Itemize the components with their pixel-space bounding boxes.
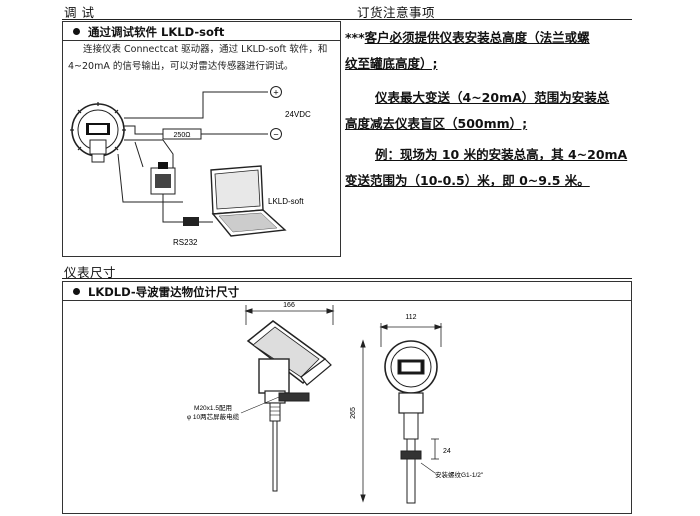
height-label: 265 bbox=[350, 407, 357, 419]
dims-subtitle: LKDLD-导波雷达物位计尺寸 bbox=[88, 285, 240, 299]
front-view-drawing bbox=[360, 323, 443, 504]
plus-sign: + bbox=[273, 88, 278, 98]
order-line2: 纹至罐底高度）; bbox=[345, 56, 438, 71]
dims-subheader: LKDLD-导波雷达物位计尺寸 bbox=[63, 282, 631, 301]
wiring-diagram: 250Ω + − 24VDC RS232 LKLD-soft bbox=[70, 86, 311, 247]
section-title-debug: 调 试 bbox=[64, 5, 95, 20]
minus-sign: − bbox=[273, 130, 278, 140]
section-title-dims: 仪表尺寸 bbox=[64, 265, 117, 280]
bullet-icon bbox=[73, 28, 80, 35]
debug-subheader: 通过调试软件 LKLD-soft bbox=[63, 22, 340, 41]
order-line3: 仪表最大变送（4~20mA）范围为安装总 bbox=[375, 90, 610, 105]
order-line4: 高度减去仪表盲区（500mm）; bbox=[345, 116, 528, 131]
radar-head-icon bbox=[70, 102, 126, 163]
order-line1: ***客户必须提供仪表安装总高度（法兰或螺 bbox=[345, 25, 590, 51]
thread-length-label: 24 bbox=[443, 448, 451, 455]
dims-panel: LKDLD-导波雷达物位计尺寸 166 M20x1.5配用 φ 10两芯屏蔽电缆 bbox=[62, 281, 632, 514]
debug-subtitle: 通过调试软件 LKLD-soft bbox=[88, 25, 225, 39]
rs232-label: RS232 bbox=[173, 238, 198, 247]
resistor-icon bbox=[162, 128, 202, 140]
minus-terminal-icon bbox=[270, 128, 282, 140]
laptop-icon bbox=[210, 165, 287, 237]
order-line1-text: 客户必须提供仪表安装总高度（法兰或螺 bbox=[364, 30, 590, 45]
header-rule bbox=[62, 19, 632, 20]
resistor-label: 250Ω bbox=[174, 132, 191, 139]
converter-icon bbox=[150, 162, 176, 195]
width-side-label: 166 bbox=[283, 302, 295, 309]
thread-note: 安装螺纹G1-1/2" bbox=[435, 470, 484, 479]
debug-text-line1: 连接仪表 Connectcat 驱动器，通过 LKLD-soft 软件，和 bbox=[83, 44, 328, 55]
order-line6: 变送范围为（10-0.5）米，即 0~9.5 米。 bbox=[345, 173, 590, 188]
cable-note-2: φ 10两芯屏蔽电缆 bbox=[187, 412, 240, 421]
order-line5: 例：现场为 10 米的安装总高，其 4~20mA bbox=[375, 147, 628, 162]
rs232-plug-icon bbox=[183, 217, 199, 226]
voltage-label: 24VDC bbox=[285, 110, 311, 119]
order-prefix: *** bbox=[345, 30, 365, 45]
plus-terminal-icon bbox=[270, 86, 282, 98]
section-title-order: 订货注意事项 bbox=[357, 5, 436, 20]
width-front-label: 112 bbox=[405, 314, 416, 321]
dims-rule bbox=[62, 278, 632, 279]
dimension-drawing: 166 M20x1.5配用 φ 10两芯屏蔽电缆 112 2 bbox=[187, 302, 484, 504]
bullet-icon bbox=[73, 288, 80, 295]
debug-text-line2: 4~20mA 的信号输出，可以对雷达传感器进行调试。 bbox=[68, 61, 294, 72]
cable-note-1: M20x1.5配用 bbox=[194, 404, 232, 412]
debug-panel: 通过调试软件 LKLD-soft 连接仪表 Connectcat 驱动器，通过 … bbox=[62, 21, 341, 257]
side-view-drawing bbox=[244, 305, 335, 492]
software-label: LKLD-soft bbox=[268, 197, 304, 206]
